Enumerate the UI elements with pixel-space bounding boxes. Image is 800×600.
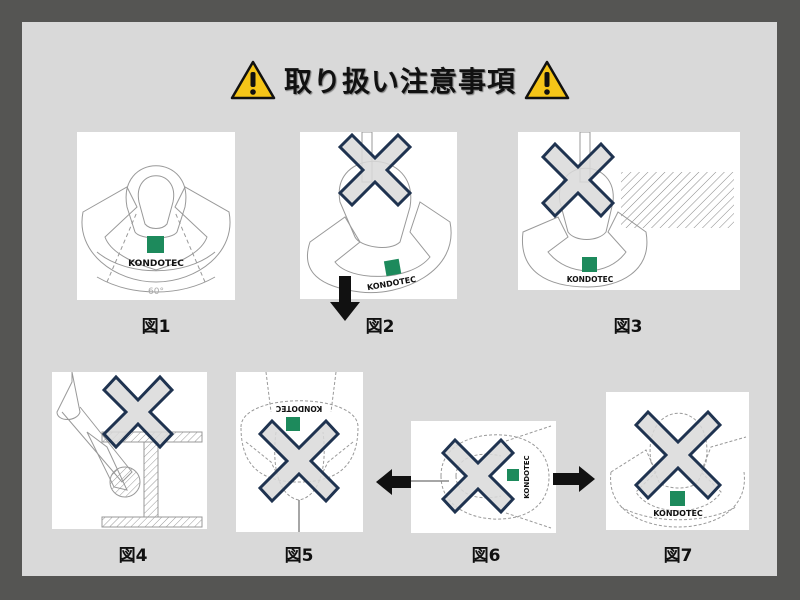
figure-1-caption: 図1 (141, 317, 171, 337)
figure-4-image (52, 372, 207, 529)
svg-text:KONDOTEC: KONDOTEC (653, 509, 703, 518)
figure-5-image: KONDOTEC (236, 372, 363, 532)
prohibited-cross-icon (633, 409, 723, 501)
svg-text:KONDOTEC: KONDOTEC (275, 404, 322, 413)
page-title: 取り扱い注意事項 (283, 65, 516, 98)
prohibited-cross-icon (337, 132, 413, 208)
figure-6-caption: 図6 (471, 546, 501, 566)
arrow-right-icon (553, 466, 595, 492)
prohibited-cross-icon (540, 141, 616, 219)
figure-5-caption: 図5 (284, 546, 314, 566)
figure-7-image: KONDOTEC (606, 392, 749, 530)
warning-triangle-icon (524, 60, 570, 100)
prohibited-cross-icon (440, 437, 516, 515)
svg-text:KONDOTEC: KONDOTEC (567, 275, 614, 284)
figure-3-image: KONDOTEC (518, 132, 740, 290)
svg-text:KONDOTEC: KONDOTEC (523, 455, 531, 498)
angle-label: 60° (148, 287, 164, 297)
figure-7-caption: 図7 (663, 546, 693, 566)
prohibited-cross-icon (101, 374, 175, 450)
svg-text:KONDOTEC: KONDOTEC (366, 275, 417, 292)
figure-3-caption: 図3 (613, 317, 643, 337)
figure-1-image: KONDOTEC 60° (77, 132, 235, 300)
figure-6-image: KONDOTEC (411, 421, 556, 533)
brand-label: KONDOTEC (128, 259, 184, 269)
prohibited-cross-icon (257, 418, 341, 504)
figure-4-caption: 図4 (118, 546, 148, 566)
figure-2-caption: 図2 (365, 317, 395, 337)
arrow-down-icon (330, 276, 360, 321)
brand-logo-icon (147, 236, 164, 253)
figure-2-image: KONDOTEC (300, 132, 457, 299)
warning-triangle-icon (230, 60, 276, 100)
page-header: 取り扱い注意事項 (0, 55, 800, 105)
